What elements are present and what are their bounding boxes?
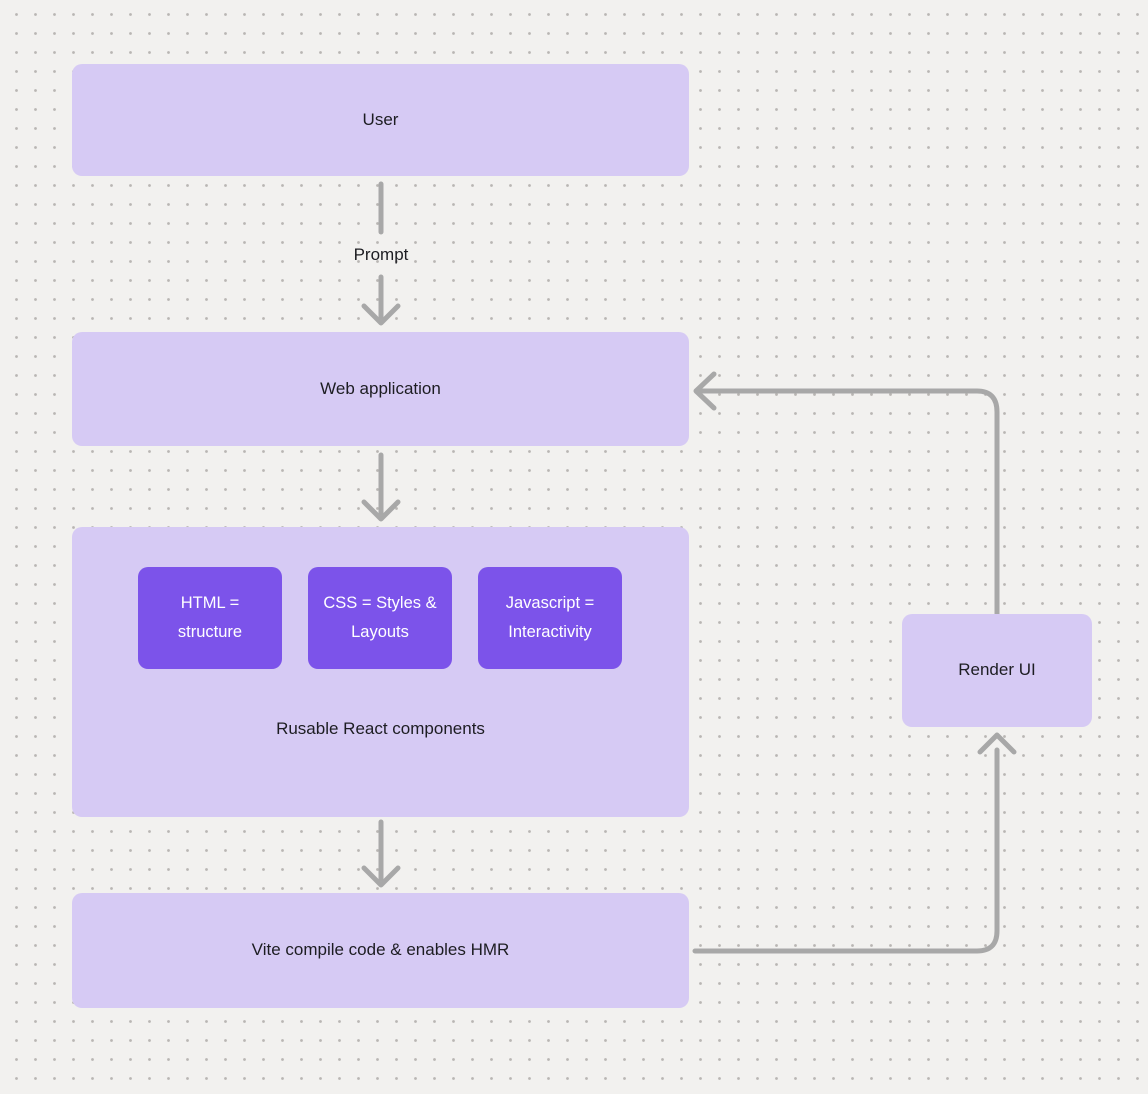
node-vite[interactable]: Vite compile code & enables HMR (72, 893, 689, 1008)
node-render-ui[interactable]: Render UI (902, 614, 1092, 727)
chip-html[interactable]: HTML = structure (138, 567, 282, 669)
node-components-group[interactable]: HTML = structure CSS = Styles & Layouts … (72, 527, 689, 817)
arrowhead-down-vite (361, 865, 401, 888)
chip-javascript-label: Javascript = Interactivity (505, 594, 595, 641)
node-user[interactable]: User (72, 64, 689, 176)
chip-css-label: CSS = Styles & Layouts (323, 594, 437, 641)
chip-html-label: HTML = structure (177, 594, 243, 641)
node-user-label: User (362, 109, 399, 129)
node-web-application-label: Web application (320, 378, 441, 398)
arrowhead-down-components (361, 499, 401, 522)
edge-label-prompt: Prompt (353, 245, 409, 264)
node-render-ui-label: Render UI (958, 660, 1036, 680)
arrowhead-down-webapp (361, 303, 401, 326)
chip-css[interactable]: CSS = Styles & Layouts (308, 567, 452, 669)
chip-javascript[interactable]: Javascript = Interactivity (478, 567, 622, 669)
arrowhead-up-renderui (977, 732, 1017, 755)
edge-renderui-to-webapp (698, 388, 1000, 617)
components-group-caption: Rusable React components (276, 719, 485, 738)
node-vite-label: Vite compile code & enables HMR (251, 940, 510, 960)
arrowhead-left-webapp (693, 371, 717, 411)
edge-vite-to-renderui (692, 747, 1000, 954)
node-web-application[interactable]: Web application (72, 332, 689, 446)
